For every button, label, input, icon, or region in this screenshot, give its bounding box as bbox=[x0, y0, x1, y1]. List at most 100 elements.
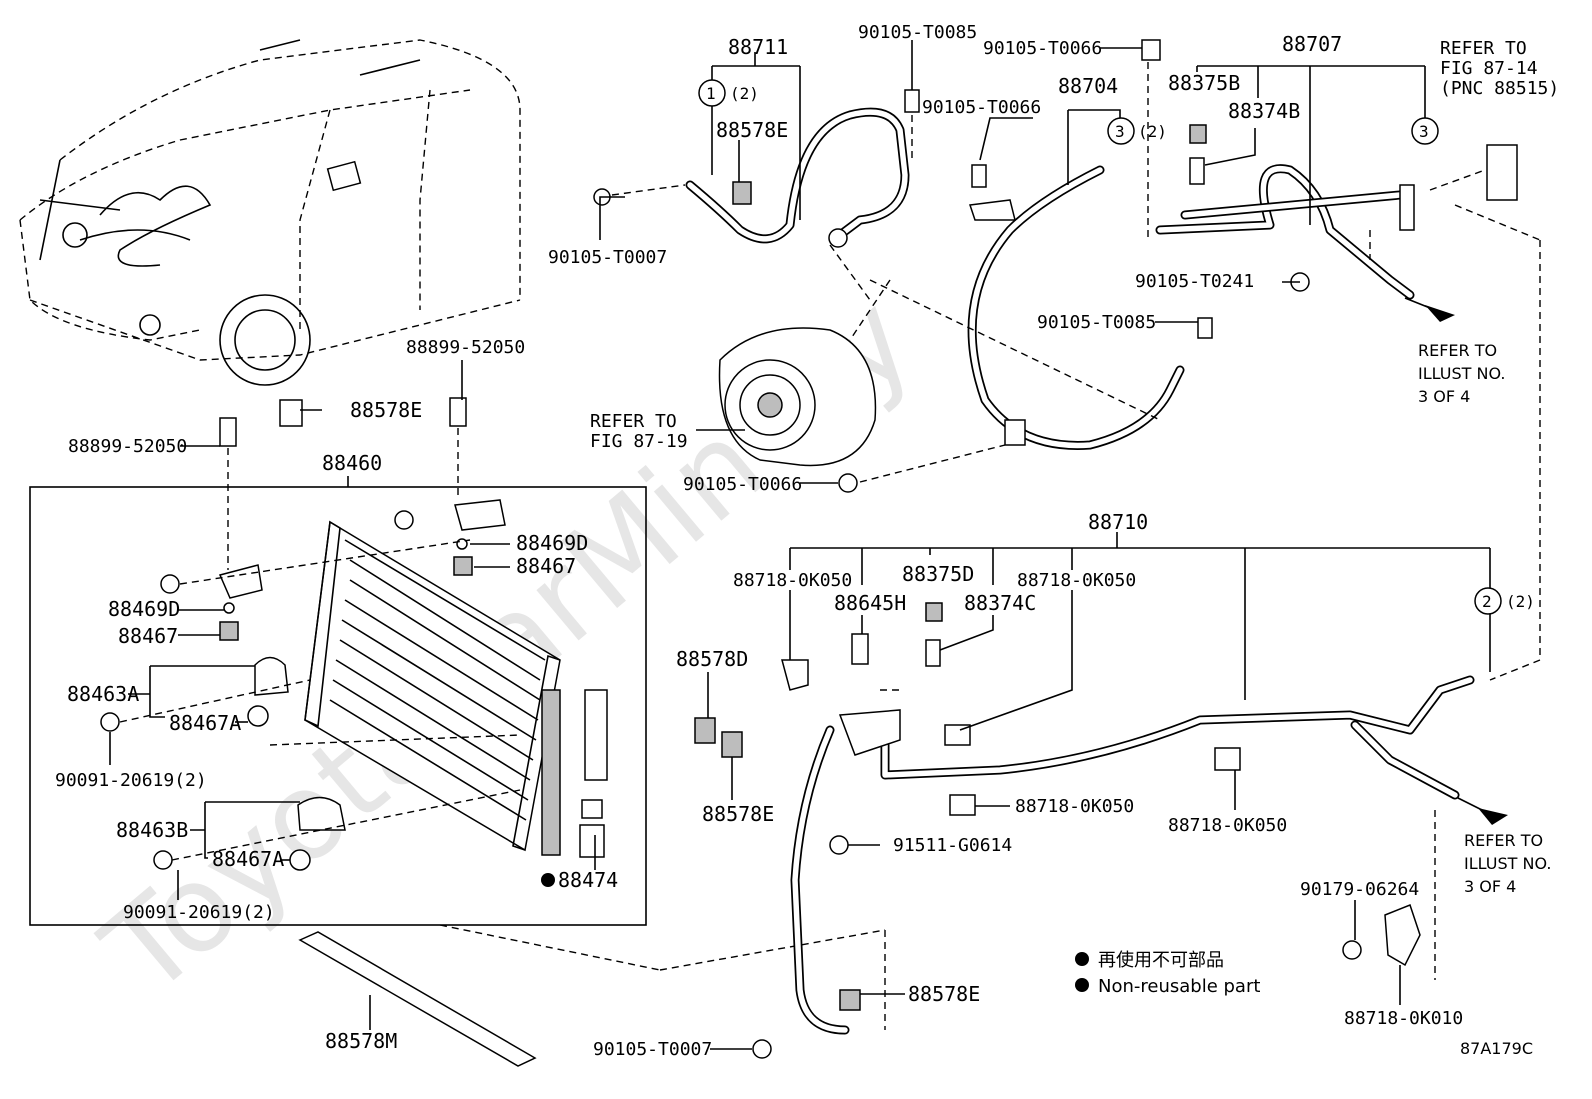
label-90105-t0085-right[interactable]: 90105-T0085 bbox=[1037, 312, 1156, 333]
callout-1-number: 1 bbox=[706, 84, 716, 103]
refer-illust-b-line1[interactable]: REFER TO bbox=[1464, 831, 1543, 850]
label-88718-0k010[interactable]: 88718-0K010 bbox=[1344, 1008, 1463, 1029]
refer-fig-87-14-line2[interactable]: FIG 87-14 bbox=[1440, 58, 1538, 79]
label-88718-0k050-a[interactable]: 88718-0K050 bbox=[733, 570, 852, 591]
refer-illust-a-line1[interactable]: REFER TO bbox=[1418, 341, 1497, 360]
label-90105-t0066-bot[interactable]: 90105-T0066 bbox=[683, 474, 802, 495]
headlamp-icon bbox=[62, 222, 88, 248]
label-90091-20619-b[interactable]: 90091-20619(2) bbox=[123, 902, 275, 923]
label-88718-0k050-c[interactable]: 88718-0K050 bbox=[1015, 796, 1134, 817]
side-mirror-icon bbox=[326, 160, 362, 192]
fog-lamp-icon bbox=[139, 314, 161, 336]
label-88711[interactable]: 88711 bbox=[728, 35, 788, 59]
non-reusable-mark bbox=[541, 873, 555, 887]
callout-3b-number: 3 bbox=[1419, 122, 1429, 141]
label-88578e-top[interactable]: 88578E bbox=[716, 118, 788, 142]
label-88469d-right[interactable]: 88469D bbox=[516, 531, 588, 555]
label-88578e-car[interactable]: 88578E bbox=[350, 398, 422, 422]
label-88469d-left[interactable]: 88469D bbox=[108, 597, 180, 621]
part-labels: 88711 88578E 90105-T0007 90105-T0085 901… bbox=[55, 22, 1559, 1060]
callout-1-qty: (2) bbox=[730, 84, 759, 103]
label-88710[interactable]: 88710 bbox=[1088, 510, 1148, 534]
cushion-88467a-bot-icon bbox=[289, 849, 311, 871]
label-88707[interactable]: 88707 bbox=[1282, 32, 1342, 56]
liquid-line-88710 bbox=[694, 602, 1508, 1059]
middle-hoses bbox=[838, 164, 1213, 493]
label-88578e-bot[interactable]: 88578E bbox=[908, 982, 980, 1006]
refer-illust-a-line3[interactable]: 3 OF 4 bbox=[1418, 387, 1470, 406]
label-90105-t0241[interactable]: 90105-T0241 bbox=[1135, 271, 1254, 292]
label-90105-t0066-top[interactable]: 90105-T0066 bbox=[983, 38, 1102, 59]
label-88463b[interactable]: 88463B bbox=[116, 818, 188, 842]
label-88463a[interactable]: 88463A bbox=[67, 682, 139, 706]
clamp-a-icon bbox=[781, 659, 809, 691]
bolt-90105-t0007-bot-icon bbox=[752, 1039, 772, 1059]
callout-2-number: 2 bbox=[1482, 592, 1492, 611]
label-90105-t0066-mid[interactable]: 90105-T0066 bbox=[922, 97, 1041, 118]
bolt-88899-right-icon bbox=[449, 397, 467, 427]
refer-fig-87-14-line3[interactable]: (PNC 88515) bbox=[1440, 78, 1559, 99]
fitting-icon bbox=[828, 228, 848, 248]
label-88375b[interactable]: 88375B bbox=[1168, 71, 1240, 95]
label-88374c[interactable]: 88374C bbox=[964, 591, 1036, 615]
label-88718-0k050-b[interactable]: 88718-0K050 bbox=[1017, 570, 1136, 591]
bolt-90105-t0085-right-icon bbox=[1197, 317, 1213, 339]
legend-en: Non-reusable part bbox=[1098, 976, 1260, 997]
clip-88578e-icon bbox=[279, 399, 303, 427]
label-88899-52050-top[interactable]: 88899-52050 bbox=[406, 337, 525, 358]
label-88460[interactable]: 88460 bbox=[322, 451, 382, 475]
bracket-88707-icon bbox=[1399, 184, 1415, 231]
legend-jp: 再使用不可部品 bbox=[1098, 950, 1224, 971]
label-90105-t0007-bot[interactable]: 90105-T0007 bbox=[593, 1039, 712, 1060]
label-88899-52050-left[interactable]: 88899-52050 bbox=[68, 436, 187, 457]
bolt-left-upper-icon bbox=[160, 574, 180, 594]
label-88718-0k050-d[interactable]: 88718-0K050 bbox=[1168, 815, 1287, 836]
callout-2: 2 (2) bbox=[1474, 587, 1535, 615]
front-wheel-icon bbox=[219, 294, 311, 386]
nut-90179-icon bbox=[1342, 940, 1362, 960]
label-88578e-mid[interactable]: 88578E bbox=[702, 802, 774, 826]
legend-dot-2 bbox=[1075, 978, 1089, 992]
label-88474[interactable]: 88474 bbox=[558, 868, 618, 892]
label-88578m[interactable]: 88578M bbox=[325, 1029, 397, 1053]
compressor bbox=[718, 327, 877, 467]
label-88467-right[interactable]: 88467 bbox=[516, 554, 576, 578]
bracket-left-icon bbox=[218, 564, 263, 599]
callout-3a-number: 3 bbox=[1115, 122, 1125, 141]
bolt-90105-t0085-top-icon bbox=[904, 89, 920, 113]
receiver-dryer-icon bbox=[541, 689, 561, 856]
refer-fig-87-19-line2[interactable]: FIG 87-19 bbox=[590, 431, 688, 452]
label-88467a-bot[interactable]: 88467A bbox=[212, 847, 284, 871]
bracket-88463a-icon bbox=[254, 656, 289, 696]
condenser-fasteners bbox=[100, 397, 521, 871]
refer-illust-b-line3[interactable]: 3 OF 4 bbox=[1464, 877, 1516, 896]
clip-88578e-mid-icon bbox=[721, 731, 743, 758]
refer-fig-87-19-line1[interactable]: REFER TO bbox=[590, 411, 677, 432]
label-88578d[interactable]: 88578D bbox=[676, 647, 748, 671]
legend: 再使用不可部品 Non-reusable part bbox=[1075, 950, 1260, 997]
condenser-core bbox=[304, 520, 608, 887]
label-88467-left[interactable]: 88467 bbox=[118, 624, 178, 648]
valve-88374b-icon bbox=[1189, 157, 1205, 185]
label-90179-06264[interactable]: 90179-06264 bbox=[1300, 879, 1419, 900]
bolt-90091-b-icon bbox=[153, 850, 173, 870]
label-88375d[interactable]: 88375D bbox=[902, 562, 974, 586]
label-88374b[interactable]: 88374B bbox=[1228, 99, 1300, 123]
refer-fig-87-14-line1[interactable]: REFER TO bbox=[1440, 38, 1527, 59]
refer-illust-b-line2[interactable]: ILLUST NO. bbox=[1464, 854, 1551, 873]
refer-illust-a-line2[interactable]: ILLUST NO. bbox=[1418, 364, 1505, 383]
label-91511-g0614[interactable]: 91511-G0614 bbox=[893, 835, 1012, 856]
label-88645h[interactable]: 88645H bbox=[834, 591, 906, 615]
expansion-valve-icon bbox=[1486, 144, 1518, 201]
bracket-88463b-icon bbox=[297, 796, 346, 831]
label-90105-t0085-top[interactable]: 90105-T0085 bbox=[858, 22, 977, 43]
block-88710-icon bbox=[838, 709, 901, 756]
label-88467a-top[interactable]: 88467A bbox=[169, 711, 241, 735]
clip-88578d-icon bbox=[694, 717, 716, 744]
callout-3a-qty: (2) bbox=[1138, 122, 1167, 141]
label-90091-20619-a[interactable]: 90091-20619(2) bbox=[55, 770, 207, 791]
label-88704[interactable]: 88704 bbox=[1058, 74, 1118, 98]
bracket-88704-icon bbox=[968, 199, 1016, 221]
label-90105-t0007-top[interactable]: 90105-T0007 bbox=[548, 247, 667, 268]
